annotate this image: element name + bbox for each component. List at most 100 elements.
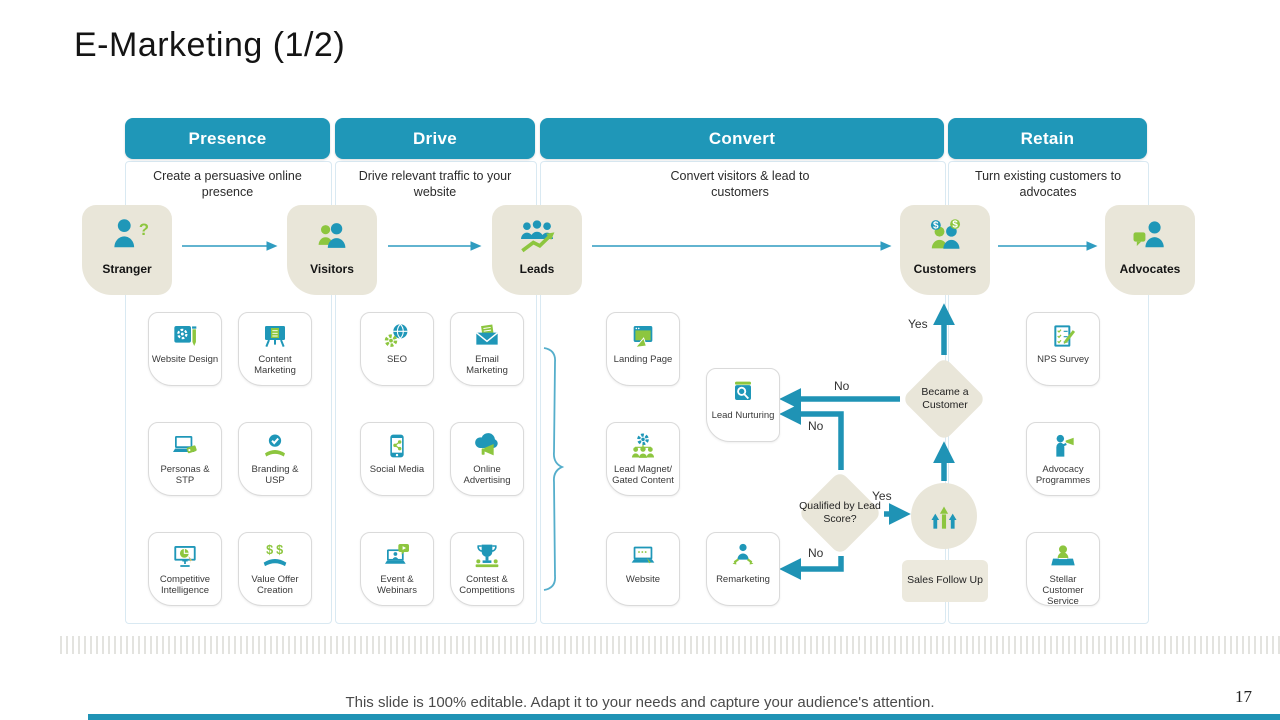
item-box[interactable]: Website	[606, 532, 680, 606]
item-label: Landing Page	[613, 354, 673, 365]
item-box[interactable]: $$ Value Offer Creation	[238, 532, 312, 606]
qualified-lead-score-label: Qualified by Lead Score?	[799, 500, 881, 526]
item-box[interactable]: Email Marketing	[450, 312, 524, 386]
stage-subtitle-presence: Create a persuasive online presence	[153, 169, 302, 200]
item-label: Branding & USP	[251, 464, 299, 487]
email-marketing-icon	[471, 320, 503, 352]
svg-text:?: ?	[139, 221, 149, 239]
item-label: Personas & STP	[160, 464, 210, 487]
remarketing-box[interactable]: Remarketing	[706, 532, 780, 606]
nps-survey-icon	[1047, 320, 1079, 352]
competitive-intelligence-icon	[169, 540, 201, 572]
person-question-icon: ?	[105, 215, 149, 259]
people-dollar-icon: $$	[923, 215, 967, 259]
lead-magnet-icon	[627, 430, 659, 462]
item-box[interactable]: Website Design	[148, 312, 222, 386]
item-label: Online Advertising	[463, 464, 511, 487]
persona-label: Leads	[519, 262, 555, 276]
person-chat-icon	[1128, 215, 1172, 259]
item-label: Remarketing	[716, 574, 770, 585]
seo-icon	[381, 320, 413, 352]
people-trend-icon	[515, 215, 559, 259]
item-label: Value Offer Creation	[251, 574, 299, 597]
item-label: Website	[625, 574, 661, 585]
no-label-top: No	[834, 379, 850, 393]
persona-card-stranger[interactable]: ? Stranger	[82, 205, 172, 295]
persona-label: Customers	[913, 262, 977, 276]
stage-header-drive[interactable]: Drive	[335, 118, 535, 159]
item-box[interactable]: Lead Magnet/ Gated Content	[606, 422, 680, 496]
persona-card-customers[interactable]: $$ Customers	[900, 205, 990, 295]
bottom-accent-bar	[88, 714, 1280, 720]
item-label: Website Design	[151, 354, 219, 365]
item-box[interactable]: Landing Page	[606, 312, 680, 386]
svg-text:$: $	[933, 221, 939, 232]
svg-text:$: $	[952, 220, 958, 231]
item-label: Advocacy Programmes	[1035, 464, 1091, 487]
website-icon	[627, 540, 659, 572]
people-icon	[310, 215, 354, 259]
persona-card-advocates[interactable]: Advocates	[1105, 205, 1195, 295]
presence-items: Website Design Content Marketing Persona…	[148, 312, 312, 606]
item-label: SEO	[386, 354, 408, 365]
footer-note: This slide is 100% editable. Adapt it to…	[345, 694, 935, 711]
item-label: NPS Survey	[1037, 354, 1089, 365]
item-label: Lead Nurturing	[711, 410, 775, 421]
website-design-icon	[169, 320, 201, 352]
remarketing-icon	[727, 540, 759, 572]
value-offer-icon: $$	[259, 540, 291, 572]
item-box[interactable]: Stellar Customer Service	[1026, 532, 1100, 608]
yes-label-top: Yes	[908, 317, 928, 331]
retain-items: NPS Survey Advocacy Programmes Stellar C…	[1026, 312, 1100, 608]
became-customer-label: Became a Customer	[921, 386, 969, 412]
item-box[interactable]: Social Media	[360, 422, 434, 496]
persona-label: Visitors	[310, 262, 354, 276]
persona-label: Stranger	[102, 262, 152, 276]
item-box[interactable]: NPS Survey	[1026, 312, 1100, 386]
stage-subtitle-convert: Convert visitors & lead to customers	[670, 169, 810, 200]
yes-label-mid: Yes	[872, 489, 892, 503]
item-label: Email Marketing	[466, 354, 508, 377]
item-label: Competitive Intelligence	[159, 574, 211, 597]
stage-subtitle-retain: Turn existing customers to advocates	[974, 169, 1122, 200]
landing-page-icon	[627, 320, 659, 352]
stellar-customer-icon	[1047, 540, 1079, 572]
online-advertising-icon	[471, 430, 503, 462]
item-box[interactable]: SEO	[360, 312, 434, 386]
stage-header-presence[interactable]: Presence	[125, 118, 330, 159]
sales-arrows-icon	[925, 497, 963, 535]
persona-label: Advocates	[1119, 262, 1181, 276]
persona-card-leads[interactable]: Leads	[492, 205, 582, 295]
item-label: Lead Magnet/ Gated Content	[612, 464, 674, 487]
branding-usp-icon	[259, 430, 291, 462]
item-label: Social Media	[369, 464, 425, 475]
lead-nurturing-box[interactable]: Lead Nurturing	[706, 368, 780, 442]
sales-follow-up-label: Sales Follow Up	[902, 560, 988, 602]
sales-follow-up-circle[interactable]	[911, 483, 977, 549]
item-box[interactable]: Content Marketing	[238, 312, 312, 386]
event-webinars-icon	[381, 540, 413, 572]
stage-header-retain[interactable]: Retain	[948, 118, 1147, 159]
social-media-icon	[381, 430, 413, 462]
item-box[interactable]: Personas & STP	[148, 422, 222, 496]
item-box[interactable]: Event & Webinars	[360, 532, 434, 606]
stage-subtitle-drive: Drive relevant traffic to your website	[358, 169, 512, 200]
item-box[interactable]: Online Advertising	[450, 422, 524, 496]
item-box[interactable]: Advocacy Programmes	[1026, 422, 1100, 496]
drive-items: SEO Email Marketing Social Media Online …	[360, 312, 524, 606]
item-box[interactable]: Contest & Competitions	[450, 532, 524, 606]
lead-nurturing-icon	[727, 376, 759, 408]
item-label: Contest & Competitions	[459, 574, 515, 597]
decorative-stripes	[60, 636, 1280, 654]
item-label: Content Marketing	[254, 354, 296, 377]
content-marketing-icon	[259, 320, 291, 352]
item-box[interactable]: Branding & USP	[238, 422, 312, 496]
advocacy-icon	[1047, 430, 1079, 462]
item-box[interactable]: Competitive Intelligence	[148, 532, 222, 606]
slide-title: E-Marketing (1/2)	[74, 26, 346, 64]
persona-card-visitors[interactable]: Visitors	[287, 205, 377, 295]
item-label: Stellar Customer Service	[1042, 574, 1084, 608]
personas-stp-icon	[169, 430, 201, 462]
stage-header-convert[interactable]: Convert	[540, 118, 944, 159]
